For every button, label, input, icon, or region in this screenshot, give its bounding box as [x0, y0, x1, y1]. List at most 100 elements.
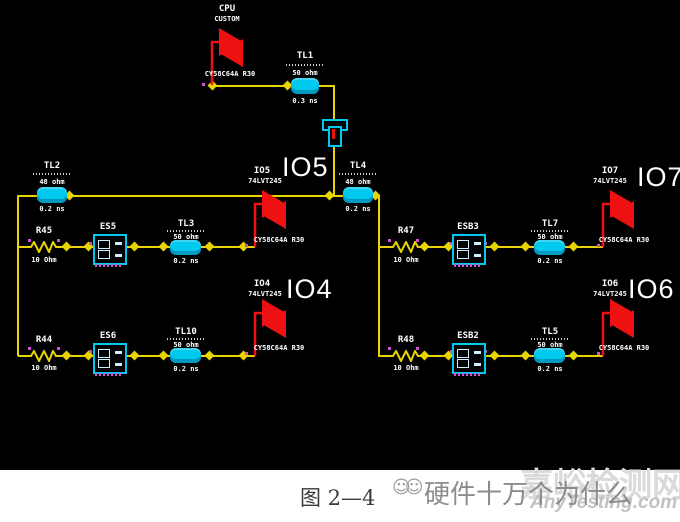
tl10-label: TL10	[175, 327, 197, 337]
wire-segment	[18, 355, 28, 357]
pin-marker	[245, 352, 248, 355]
tl10-type-row	[167, 338, 205, 340]
es6-block	[93, 343, 127, 374]
pin-marker	[89, 242, 92, 245]
figure-caption: 图 2—4	[300, 486, 376, 510]
io7-buffer-icon	[601, 190, 634, 247]
pin-marker	[245, 244, 248, 247]
wire-segment	[421, 246, 453, 248]
watermark-site-url: AnyTesting.com	[530, 492, 678, 513]
tl1-type-row	[286, 64, 324, 66]
tl5-type-row	[531, 338, 569, 340]
tl2-delay: 0.2 ns	[39, 205, 65, 213]
junction-node	[520, 241, 531, 252]
tl7-delay: 0.2 ns	[537, 257, 563, 265]
r44-resistor-icon	[26, 350, 62, 362]
wire-segment	[378, 195, 380, 356]
io5-buffer-icon	[253, 190, 286, 247]
junction-node	[568, 350, 579, 361]
r48-label: R48	[397, 335, 415, 345]
wire-segment	[421, 355, 453, 357]
tl1-transmission-line	[291, 78, 319, 94]
wire-segment	[122, 246, 171, 248]
tl4-transmission-line	[343, 187, 373, 203]
junction-node	[158, 350, 169, 361]
r44-label: R44	[35, 335, 53, 345]
io4-annotation: IO4	[286, 274, 333, 304]
tl1-impedance: 50 ohm	[292, 69, 318, 77]
pin-marker	[597, 244, 600, 247]
pin-marker	[89, 350, 92, 353]
tl7-impedance: 50 ohm	[537, 233, 563, 241]
junction-node	[129, 241, 140, 252]
tl3-delay: 0.2 ns	[173, 257, 199, 265]
wire-segment	[318, 85, 334, 87]
tl1-label: TL1	[296, 51, 314, 61]
wire-segment	[122, 355, 171, 357]
esb2-label: ESB2	[457, 331, 479, 341]
wire-segment	[481, 355, 534, 357]
tl5-transmission-line	[534, 348, 565, 363]
tl7-transmission-line	[534, 240, 565, 255]
tl10-impedance: 50 ohm	[173, 341, 199, 349]
r48-value: 10 Ohm	[393, 364, 419, 372]
r47-label: R47	[397, 226, 415, 236]
io4-label: IO4	[253, 279, 271, 289]
esb2-block	[452, 343, 486, 374]
junction-node	[129, 350, 140, 361]
pin-marker	[416, 347, 419, 350]
junction-node	[204, 350, 215, 361]
wire-segment	[212, 85, 292, 87]
connector-pin	[332, 129, 335, 139]
junction-node	[61, 241, 72, 252]
wire-segment	[199, 355, 255, 357]
tl3-type-row	[167, 230, 205, 232]
esb3-label: ESB3	[457, 222, 479, 232]
io6-annotation: IO6	[628, 274, 675, 304]
wire-segment	[17, 195, 19, 356]
junction-node	[489, 350, 500, 361]
tl3-label: TL3	[177, 219, 195, 229]
r48-resistor-icon	[388, 350, 424, 362]
tl4-delay: 0.2 ns	[345, 205, 371, 213]
io7-annotation: IO7	[637, 162, 680, 192]
chat-smiley-icon: ☺☺	[392, 477, 423, 498]
es5-block	[93, 234, 127, 265]
es6-model-row	[95, 373, 121, 376]
r45-resistor-icon	[26, 241, 62, 253]
r47-value: 10 Ohm	[393, 256, 419, 264]
cpu-label: CPU	[218, 4, 236, 14]
pin-marker	[388, 239, 391, 242]
io5-sublabel: 74LVT245	[248, 177, 282, 185]
tl7-label: TL7	[541, 219, 559, 229]
watermark-site-name: 嘉峪检测网	[520, 466, 680, 503]
io4-sublabel: 74LVT245	[248, 290, 282, 298]
pin-marker	[202, 83, 205, 86]
io4-model-label: CY58C64A R30	[253, 344, 305, 352]
esb2-model-row	[454, 373, 480, 376]
r45-label: R45	[35, 226, 53, 236]
tl5-label: TL5	[541, 327, 559, 337]
wire-segment	[199, 246, 255, 248]
io6-model-label: CY58C64A R30	[598, 344, 650, 352]
wire-segment	[61, 246, 94, 248]
io5-model-label: CY58C64A R30	[253, 236, 305, 244]
schematic-canvas: CPU CUSTOM CY58C64A R30 TL1 50 ohm 0.3 n…	[0, 0, 680, 470]
pin-marker	[28, 347, 31, 350]
tl5-impedance: 50 ohm	[537, 341, 563, 349]
io6-sublabel: 74LVT245	[593, 290, 627, 298]
tl2-transmission-line	[37, 187, 67, 203]
pin-marker	[388, 347, 391, 350]
io7-label: IO7	[601, 166, 619, 176]
junction-node	[489, 241, 500, 252]
wire-segment	[61, 355, 94, 357]
io5-annotation: IO5	[282, 152, 329, 182]
tl4-type-row	[339, 173, 377, 175]
io6-label: IO6	[601, 279, 619, 289]
io6-buffer-icon	[601, 299, 634, 356]
tl3-transmission-line	[170, 240, 201, 255]
tl2-label: TL2	[43, 161, 61, 171]
junction-node	[158, 241, 169, 252]
esb3-block	[452, 234, 486, 265]
cpu-sublabel: CUSTOM	[214, 15, 240, 23]
